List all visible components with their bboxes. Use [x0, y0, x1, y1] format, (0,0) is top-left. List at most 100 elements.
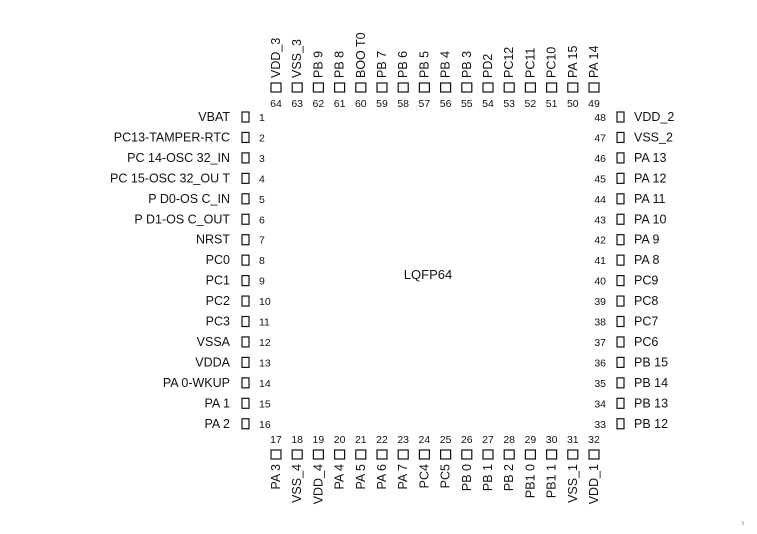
pin-pad-right [616, 111, 625, 123]
footer-mark: ı [742, 520, 744, 527]
pin-number: 46 [594, 153, 606, 165]
pin-pad-right [616, 418, 625, 430]
pin-pad-bottom [567, 449, 579, 460]
pin-number: 61 [334, 98, 346, 110]
pin-pad-left [241, 377, 250, 389]
pin-pad-right [616, 295, 625, 307]
pin-number: 20 [334, 434, 346, 446]
pin-pad-top [461, 82, 473, 93]
pin-pad-right [616, 152, 625, 164]
pin-number: 17 [270, 434, 282, 446]
pin-label: PC9 [634, 274, 658, 288]
pin-pad-left [241, 131, 250, 144]
pin-label: PA 6 [375, 464, 389, 490]
pin-label: PD2 [481, 54, 495, 78]
pin-number: 35 [594, 378, 606, 390]
pin-pad-left [241, 213, 250, 225]
pin-pad-top [503, 82, 515, 93]
pin-label: P D0-OS C_IN [148, 192, 230, 206]
pin-label: VSS_3 [290, 39, 304, 78]
pin-label: PC3 [206, 315, 230, 329]
pin-number: 25 [440, 434, 452, 446]
pin-number: 12 [259, 337, 271, 349]
pin-number: 39 [594, 296, 606, 308]
pin-pad-right [616, 193, 625, 205]
pin-pad-left [241, 418, 250, 430]
pin-pad-left [241, 315, 250, 328]
pin-number: 26 [461, 434, 473, 446]
pin-label: PA 10 [634, 212, 666, 226]
pin-number: 45 [594, 173, 606, 185]
pin-pad-bottom [291, 449, 303, 460]
pin-number: 5 [259, 194, 265, 206]
pin-label: PB1 0 [523, 464, 537, 498]
pin-number: 34 [594, 398, 606, 410]
pin-number: 9 [259, 276, 265, 288]
pin-number: 43 [594, 214, 606, 226]
pin-label: PB 12 [634, 417, 668, 431]
pin-label: P D1-OS C_OUT [134, 212, 230, 226]
pin-pad-left [241, 397, 250, 409]
pin-label: PC11 [523, 48, 537, 78]
pin-pad-top [355, 82, 367, 93]
pin-number: 60 [355, 98, 367, 110]
pin-number: 13 [259, 357, 271, 369]
pin-pad-top [291, 82, 303, 93]
pin-number: 59 [376, 98, 388, 110]
pin-number: 48 [594, 112, 606, 124]
pin-number: 51 [546, 98, 558, 110]
pin-pad-left [241, 152, 250, 164]
pin-number: 33 [594, 419, 606, 431]
pin-label: VDD_1 [587, 464, 601, 504]
pin-label: PC0 [206, 253, 230, 267]
pin-number: 44 [594, 194, 606, 206]
pin-number: 30 [546, 434, 558, 446]
pin-pad-bottom [418, 449, 430, 460]
pin-pad-bottom [440, 449, 452, 460]
pin-number: 36 [594, 357, 606, 369]
pin-pad-left [241, 275, 250, 287]
pin-label: PC12 [502, 47, 516, 78]
pin-number: 29 [525, 434, 537, 446]
pin-number: 54 [482, 98, 494, 110]
pin-number: 31 [567, 434, 579, 446]
pin-number: 4 [259, 173, 265, 185]
pin-label: NRST [196, 233, 230, 247]
pin-number: 2 [259, 132, 265, 144]
pin-pad-top [418, 82, 430, 93]
pin-number: 32 [588, 434, 600, 446]
pin-label: VSS_2 [634, 130, 673, 144]
pin-pad-right [616, 254, 625, 266]
pin-label: PA 13 [634, 151, 666, 165]
pin-pad-right [616, 315, 625, 328]
pin-label: PB 2 [502, 464, 516, 491]
pin-number: 62 [313, 98, 325, 110]
pin-number: 37 [594, 337, 606, 349]
pin-number: 15 [259, 398, 271, 410]
pin-label: PA 5 [354, 464, 368, 490]
pin-label: PB 14 [634, 376, 668, 390]
pin-number: 22 [376, 434, 388, 446]
pin-label: PB 15 [634, 355, 668, 369]
pin-pad-top [545, 82, 558, 93]
pin-number: 23 [397, 434, 409, 446]
pin-number: 42 [594, 235, 606, 247]
pin-label: VDD_4 [311, 464, 325, 504]
pin-pad-bottom [312, 449, 324, 460]
pin-label: PC5 [439, 464, 453, 488]
pin-number: 24 [419, 434, 431, 446]
pin-pad-right [616, 213, 625, 225]
pin-label: PA 11 [634, 192, 666, 206]
pin-label: PB 1 [481, 464, 495, 491]
pin-label: PB 4 [439, 51, 453, 78]
pin-label: VSS_1 [566, 464, 580, 503]
pin-label: PB 3 [460, 51, 474, 78]
pin-label: PA 15 [566, 46, 580, 78]
pin-label: PB 6 [396, 51, 410, 78]
pin-pad-left [241, 172, 250, 184]
pin-number: 16 [259, 419, 271, 431]
pin-number: 14 [259, 378, 271, 390]
pin-label: PA 9 [634, 233, 660, 247]
